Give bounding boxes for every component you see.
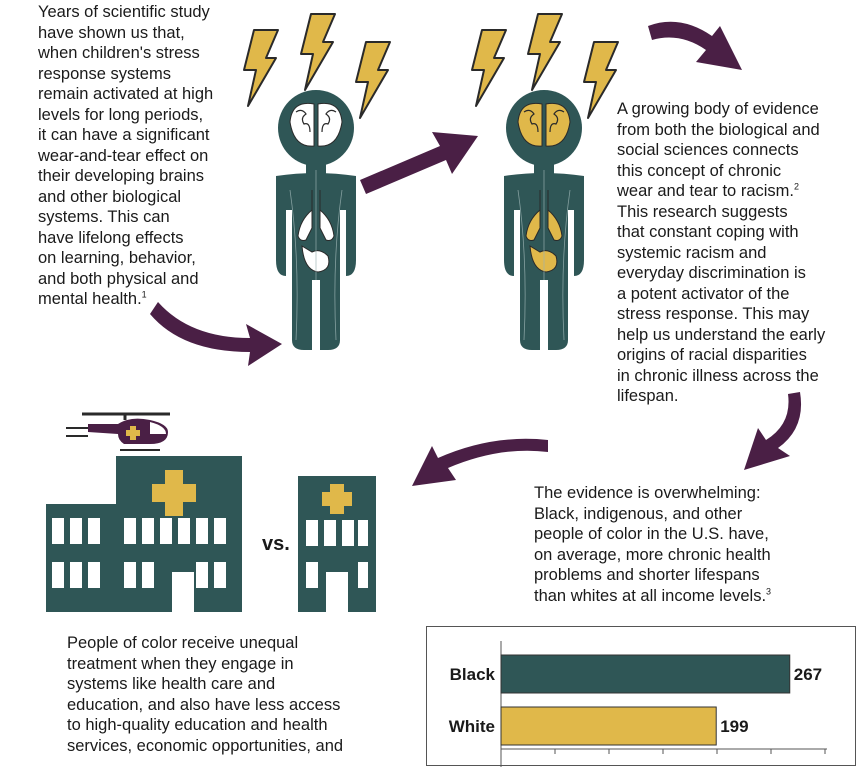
illustration [46,13,802,612]
text-line: have shown us that, [38,23,185,42]
text-line: lifespan. [617,387,679,405]
lightning-icon [471,29,507,107]
intro-paragraph: Years of scientific study have shown us t… [38,2,213,310]
text-line: The evidence is overwhelming: [534,484,761,502]
helicopter-icon [66,412,170,451]
text-line: on learning, behavior, [38,249,196,267]
text-line: social sciences connects [617,141,799,159]
text-line: this concept of chronic [617,161,782,180]
text-line: wear-and-tear effect on [38,146,209,165]
text-line: systemic racism and [617,243,767,262]
bar-white [500,706,717,746]
bar-black [500,654,791,694]
text-line: and other biological [38,187,182,206]
text-line: to high-quality education and health [67,716,328,734]
value-label: 267 [794,665,822,684]
child-figure-left [276,90,356,350]
text-line: on average, more chronic health [534,545,771,564]
text-line: that constant coping with [617,223,799,241]
text-line: This research suggests [617,202,788,221]
text-line: systems. This can [38,208,170,226]
evidence-paragraph: A growing body of evidence from both the … [617,99,825,407]
text-line: their developing brains [38,167,205,185]
unequal-paragraph: People of color receive unequal treatment… [67,633,343,756]
text-line: than whites at all income levels.3 [534,586,772,605]
footnote-marker: 3 [766,586,772,596]
text-line: treatment when they engage in [67,654,294,673]
lightning-icon [355,41,391,119]
text-line: People of color receive unequal [67,634,299,652]
text-line: everyday discrimination is [617,264,806,282]
text-line: a potent activator of the [617,284,790,303]
overwhelming-paragraph: The evidence is overwhelming: Black, indi… [534,483,771,606]
lightning-icon [300,13,336,91]
value-label: 199 [720,717,748,736]
text-line: stress response. This may [617,305,810,323]
text-line: wear and tear to racism.2 [617,181,800,200]
text-line: remain activated at high [38,85,214,103]
text-line: when children's stress [38,44,200,62]
category-label: White [449,717,495,736]
text-line: people of color in the U.S. have, [534,525,769,543]
text-line: help us understand the early [617,325,826,344]
text-line: services, economic opportunities, and [67,736,344,755]
footnote-marker: 2 [794,181,800,192]
text-line: education, and also have less access [67,695,341,714]
lightning-icon [583,41,619,119]
text-line: from both the biological and [617,120,820,139]
text-line: mental health.1 [38,289,147,308]
small-hospital-icon [298,476,376,612]
large-hospital-icon [46,456,242,612]
text-line: systems like health care and [67,675,276,693]
text-line: response systems [38,64,171,83]
curved-arrow-icon [412,438,548,486]
curved-arrow-icon [744,392,802,470]
text-line: A growing body of evidence [617,100,819,118]
text-line: it can have a significant [38,126,210,144]
comparison-label: vs. [262,533,290,555]
text-line: in chronic illness across the [617,366,819,385]
straight-arrow-icon [360,132,478,194]
child-figure-right [504,90,584,350]
curved-arrow-icon [648,21,742,70]
text-line: have lifelong effects [38,228,184,247]
text-line: problems and shorter lifespans [534,566,760,584]
lightning-icon [243,29,279,107]
category-label: Black [450,665,496,684]
footnote-marker: 1 [141,289,147,300]
text-line: levels for long periods, [38,105,204,124]
text-line: origins of racial disparities [617,346,807,364]
text-line: Years of scientific study [38,3,210,21]
text-line: Black, indigenous, and other [534,504,743,523]
text-line: and both physical and [38,269,199,288]
lightning-icon [527,13,563,91]
arrow-group [150,21,802,486]
curved-arrow-icon [150,302,282,366]
